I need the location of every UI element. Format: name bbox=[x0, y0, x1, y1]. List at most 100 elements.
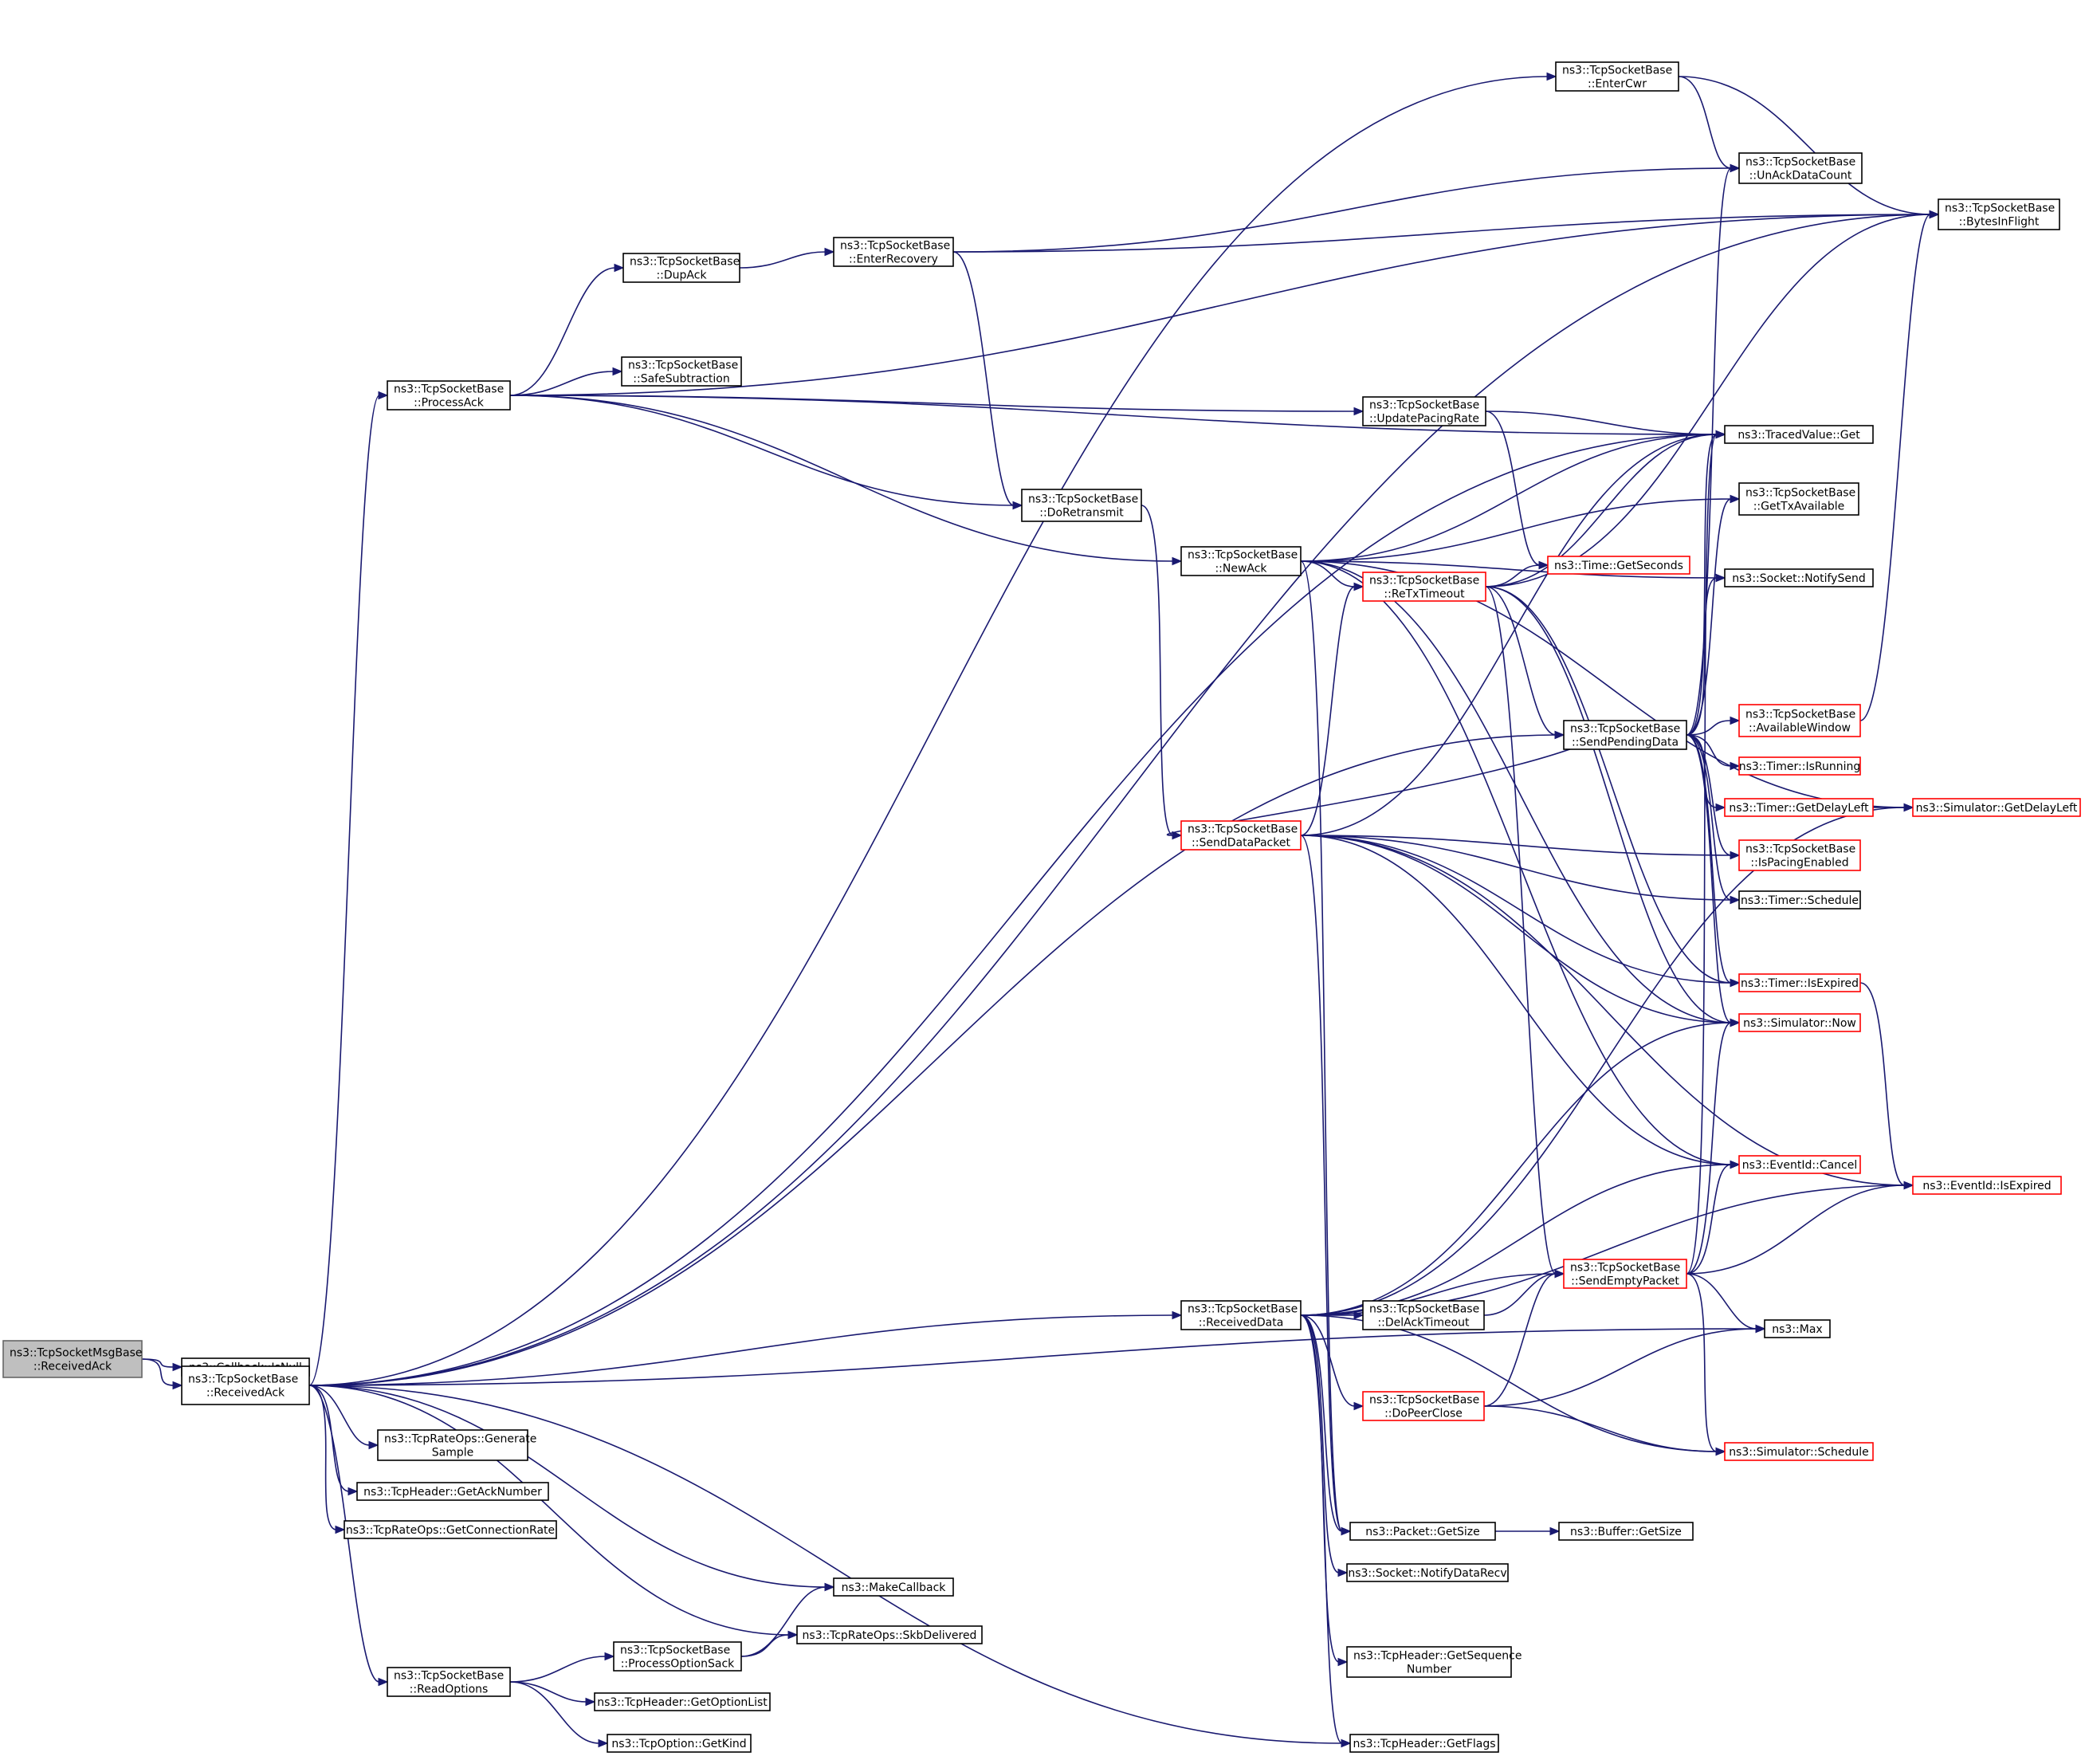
node-box bbox=[1362, 396, 1486, 426]
node-skbdelivered[interactable]: ns3::TcpRateOps::SkbDelivered bbox=[796, 1625, 983, 1644]
node-label: ::GetTxAvailable bbox=[1753, 501, 1845, 513]
node-label: ::EnterCwr bbox=[1588, 78, 1647, 91]
edge-newack-packetgetsize bbox=[1300, 560, 1352, 1536]
node-getconnrate[interactable]: ns3::TcpRateOps::GetConnectionRate bbox=[344, 1520, 557, 1539]
edge-recvack-sendpending bbox=[308, 730, 1565, 1386]
node-dupack[interactable]: ns3::TcpSocketBase::DupAck bbox=[622, 253, 740, 283]
node-newack[interactable]: ns3::TcpSocketBase::NewAck bbox=[1180, 546, 1302, 576]
node-box bbox=[833, 1577, 954, 1597]
node-box bbox=[622, 253, 740, 283]
node-retxtimeout[interactable]: ns3::TcpSocketBase::ReTxTimeout bbox=[1362, 572, 1486, 602]
node-label: ns3::Max bbox=[1772, 1323, 1822, 1336]
edge-sendempty-tracedget bbox=[1686, 430, 1726, 1275]
node-root[interactable]: ns3::TcpSocketMsgBase::ReceivedAck bbox=[2, 1340, 143, 1378]
node-entercwr[interactable]: ns3::TcpSocketBase::EnterCwr bbox=[1555, 61, 1679, 92]
node-timerisrunning[interactable]: ns3::Timer::IsRunning bbox=[1738, 756, 1861, 776]
node-getflags[interactable]: ns3::TcpHeader::GetFlags bbox=[1349, 1734, 1499, 1753]
edge-recvack-tracedget bbox=[308, 430, 1726, 1386]
node-buffergetsize[interactable]: ns3::Buffer::GetSize bbox=[1558, 1522, 1694, 1541]
node-senddata[interactable]: ns3::TcpSocketBase::SendDataPacket bbox=[1180, 820, 1302, 851]
node-label: ns3::TcpSocketBase bbox=[1562, 65, 1672, 77]
node-label: ns3::TcpSocketBase bbox=[1028, 493, 1138, 506]
node-label: ns3::TcpSocketBase bbox=[1369, 1394, 1479, 1407]
edge-dopeerclose-max bbox=[1483, 1324, 1766, 1407]
node-makecallback[interactable]: ns3::MakeCallback bbox=[833, 1577, 954, 1597]
node-label: ::DoPeerClose bbox=[1384, 1408, 1463, 1420]
node-timerschedule[interactable]: ns3::Timer::Schedule bbox=[1738, 890, 1861, 910]
node-readoptions[interactable]: ns3::TcpSocketBase::ReadOptions bbox=[387, 1667, 511, 1697]
node-label: ns3::TcpSocketBase bbox=[1369, 399, 1479, 412]
edge-sendpending-timerisrunning bbox=[1686, 734, 1741, 771]
node-updpacing[interactable]: ns3::TcpSocketBase::UpdatePacingRate bbox=[1362, 396, 1486, 426]
node-eventcancel[interactable]: ns3::EventId::Cancel bbox=[1738, 1155, 1861, 1174]
edge-updpacing-gettimesec bbox=[1485, 411, 1549, 570]
node-bytesinflight[interactable]: ns3::TcpSocketBase::BytesInFlight bbox=[1938, 198, 2060, 230]
node-packetgetsize[interactable]: ns3::Packet::GetSize bbox=[1349, 1522, 1496, 1541]
node-box bbox=[1724, 1442, 1874, 1461]
node-tracedget[interactable]: ns3::TracedValue::Get bbox=[1724, 425, 1874, 444]
node-receiveddata[interactable]: ns3::TcpSocketBase::ReceivedData bbox=[1180, 1300, 1302, 1330]
node-simschedule[interactable]: ns3::Simulator::Schedule bbox=[1724, 1442, 1874, 1461]
edge-retxtimeout-sendpending bbox=[1485, 586, 1565, 740]
edge-readoptions-processoptsack bbox=[509, 1652, 615, 1683]
node-getkind[interactable]: ns3::TcpOption::GetKind bbox=[607, 1734, 752, 1753]
node-sendempty[interactable]: ns3::TcpSocketBase::SendEmptyPacket bbox=[1563, 1259, 1687, 1289]
node-label: ns3::TcpSocketBase bbox=[188, 1373, 298, 1386]
node-label: ns3::TracedValue::Get bbox=[1738, 429, 1860, 442]
node-box bbox=[387, 1667, 511, 1697]
node-recvack[interactable]: ns3::TcpSocketBase::ReceivedAck bbox=[181, 1365, 310, 1405]
node-label: ns3::Simulator::Now bbox=[1743, 1017, 1856, 1030]
node-box bbox=[1180, 820, 1302, 851]
node-label: ns3::MakeCallback bbox=[842, 1581, 947, 1594]
node-label: ns3::EventId::Cancel bbox=[1742, 1159, 1858, 1172]
node-enterrecovery[interactable]: ns3::TcpSocketBase::EnterRecovery bbox=[833, 237, 954, 267]
node-doretransmit[interactable]: ns3::TcpSocketBase::DoRetransmit bbox=[1021, 489, 1142, 522]
node-timergetdelay[interactable]: ns3::Timer::GetDelayLeft bbox=[1724, 798, 1874, 817]
edge-senddata-timerschedule bbox=[1300, 835, 1741, 905]
edge-recvack-generatesample bbox=[308, 1385, 379, 1450]
node-availwin[interactable]: ns3::TcpSocketBase::AvailableWindow bbox=[1738, 704, 1861, 737]
node-notifydatarecv[interactable]: ns3::Socket::NotifyDataRecv bbox=[1346, 1563, 1509, 1582]
edge-senddata-retxtimeout bbox=[1300, 582, 1364, 836]
node-dopeerclose[interactable]: ns3::TcpSocketBase::DoPeerClose bbox=[1362, 1391, 1485, 1421]
node-notifysend[interactable]: ns3::Socket::NotifySend bbox=[1724, 568, 1874, 587]
node-getoptionlist[interactable]: ns3::TcpHeader::GetOptionList bbox=[594, 1692, 771, 1711]
node-gettimesec[interactable]: ns3::Time::GetSeconds bbox=[1547, 556, 1690, 575]
node-eventisexpired[interactable]: ns3::EventId::IsExpired bbox=[1912, 1176, 2062, 1195]
edge-processack-doretransmit bbox=[509, 395, 1023, 510]
node-delacktimeout[interactable]: ns3::TcpSocketBase::DelAckTimeout bbox=[1362, 1300, 1485, 1330]
edge-newack-tracedget bbox=[1300, 430, 1726, 562]
node-box bbox=[1362, 572, 1486, 602]
node-getacknumber[interactable]: ns3::TcpHeader::GetAckNumber bbox=[356, 1482, 549, 1501]
node-label: ns3::Simulator::GetDelayLeft bbox=[1916, 802, 2078, 815]
node-label: ns3::TcpOption::GetKind bbox=[611, 1738, 746, 1750]
edge-receiveddata-simschedule bbox=[1300, 1314, 1726, 1456]
node-simnow[interactable]: ns3::Simulator::Now bbox=[1738, 1013, 1861, 1032]
node-box bbox=[1558, 1522, 1694, 1541]
node-timerisexpired[interactable]: ns3::Timer::IsExpired bbox=[1738, 973, 1861, 992]
node-unackdata[interactable]: ns3::TcpSocketBase::UnAckDataCount bbox=[1738, 152, 1863, 184]
node-label: ns3::Simulator::Schedule bbox=[1729, 1446, 1869, 1459]
node-processack[interactable]: ns3::TcpSocketBase::ProcessAck bbox=[387, 380, 511, 411]
node-sendpending[interactable]: ns3::TcpSocketBase::SendPendingData bbox=[1563, 720, 1687, 750]
node-label: ns3::TcpHeader::GetSequence bbox=[1353, 1650, 1522, 1663]
node-label: ::SendEmptyPacket bbox=[1571, 1275, 1679, 1288]
node-label: ns3::TcpSocketBase bbox=[630, 256, 740, 269]
node-label: ::DoRetransmit bbox=[1039, 507, 1124, 520]
node-gettxavail[interactable]: ns3::TcpSocketBase::GetTxAvailable bbox=[1738, 482, 1859, 516]
node-safesub[interactable]: ns3::TcpSocketBase::SafeSubtraction bbox=[621, 356, 742, 387]
node-label: ns3::TcpHeader::GetOptionList bbox=[597, 1696, 768, 1709]
node-box bbox=[1547, 556, 1690, 575]
edge-retxtimeout-bytesinflight bbox=[1485, 210, 1940, 587]
node-box bbox=[1738, 704, 1861, 737]
node-max[interactable]: ns3::Max bbox=[1764, 1319, 1831, 1338]
edge-senddata-timerisexpired bbox=[1300, 835, 1741, 988]
node-ispacing[interactable]: ns3::TcpSocketBase::IsPacingEnabled bbox=[1738, 839, 1861, 871]
node-simgetdelay[interactable]: ns3::Simulator::GetDelayLeft bbox=[1912, 798, 2081, 817]
edge-dopeerclose-simschedule bbox=[1483, 1405, 1726, 1456]
node-label: ns3::TcpSocketBase bbox=[1570, 723, 1680, 736]
node-processoptsack[interactable]: ns3::TcpSocketBase::ProcessOptionSack bbox=[613, 1641, 742, 1672]
node-box bbox=[1938, 198, 2060, 230]
